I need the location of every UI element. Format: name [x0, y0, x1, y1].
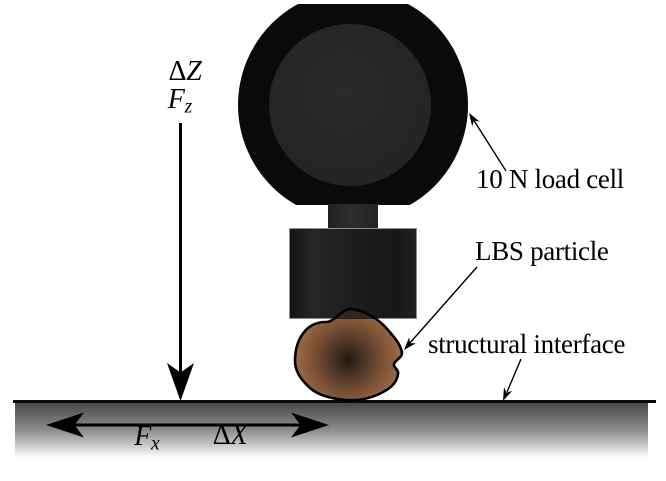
vertical-arrow-head [167, 363, 194, 401]
z-letter: Z [186, 56, 202, 87]
interface-leader-line [506, 358, 522, 393]
interface-leader-arrowhead [503, 387, 513, 401]
structural-interface-bar [15, 402, 648, 458]
x-letter: X [230, 420, 248, 451]
x-subscript: x [151, 433, 160, 455]
f-letter: F [134, 421, 152, 452]
delta-x-label: ΔX [213, 422, 248, 450]
load-cell-face [269, 24, 431, 186]
particle-label: LBS particle [475, 236, 609, 266]
particle-body [295, 308, 402, 401]
fx-label: Fx [134, 423, 160, 458]
particle-leader-arrowhead [404, 337, 416, 350]
f-letter: F [167, 84, 185, 115]
interface-label: structural interface [428, 329, 626, 359]
delta-z-label: ΔZ [169, 58, 202, 86]
load-cell-leader-arrowhead [469, 113, 480, 127]
fz-label: Fz [168, 86, 192, 121]
mount-block [289, 228, 417, 319]
z-subscript: z [184, 96, 193, 118]
delta-symbol: Δ [212, 420, 231, 451]
delta-symbol: Δ [168, 56, 187, 87]
particle-outline [293, 307, 404, 402]
load-cell-label: 10 N load cell [476, 164, 625, 194]
load-cell-stem [328, 204, 378, 229]
